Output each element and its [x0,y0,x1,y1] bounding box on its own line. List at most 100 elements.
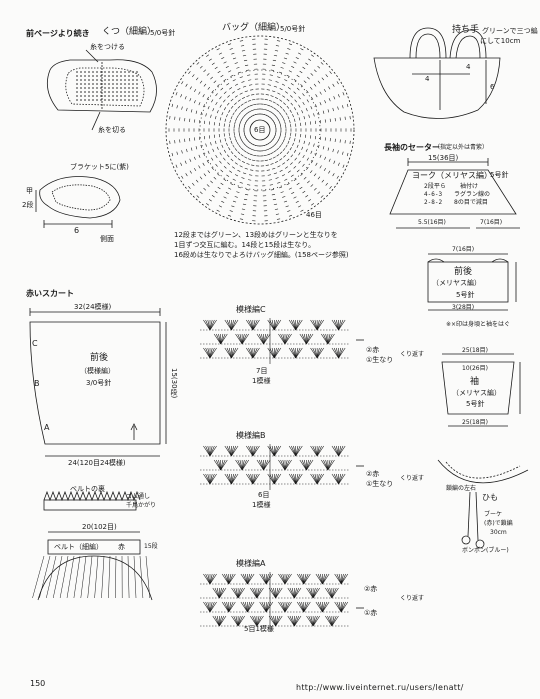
yoke-note-2: 8の目で減目 [454,199,488,206]
bag-center-count: 6目 [254,126,266,134]
body-label: 前後 [454,267,473,277]
pattern-b-note: くり返す [400,475,425,482]
belt-color: 赤 [118,543,125,551]
sleeve-rows: 10(26目) [462,365,488,372]
yoke-hook: 5号針 [490,171,509,179]
shoe-strap-diagram [35,176,121,228]
pattern-c-row1: ①生なり [366,356,394,364]
shoe-title: くつ（細編） [102,27,157,37]
skirt-panel-diagram [29,308,167,457]
watermark-url: http://www.liveinternet.ru/users/lenatt/ [296,683,464,692]
sleeve-diagram [441,353,521,427]
yoke-bottom-alt: 7(16目) [480,219,503,226]
pattern-b-row2: ②赤 [366,470,380,478]
sweater-title-note: （指定以外は青紫） [434,144,489,151]
sweater-title: 長袖のセーター [384,143,440,152]
shoe-hook: 5/0号針 [150,29,176,37]
bag-note-1: 12段まではグリーン、13段めはグリーンと生なりを [174,231,338,239]
sole-width: 6 [74,226,80,235]
yoke-label: ヨーク（メリヤス編） [412,171,492,180]
page-number: 150 [30,679,46,688]
sleeve-sub: （メリヤス編） [452,389,501,397]
skirt-panel-hook: 3/0号針 [86,379,112,387]
pattern-c-repeat: 7目 [256,367,268,375]
heel-count: 2段 [22,201,34,209]
belt-back-diagram [43,490,141,511]
bag-hook: 5/0号針 [280,25,306,33]
sleeve-hook: 5号針 [466,400,485,408]
sleeve-top: 25(18目) [462,347,488,354]
yoke-rows: 2段平ら [424,183,446,190]
cord-note-2: (赤)で鎖編 [484,520,513,527]
cord-note-3: 30cm [490,529,507,536]
yoke-width: 15(36目) [428,154,459,162]
strap-label: ブラケット5に(紫) [70,163,129,171]
bag-note-3: 16段めは生なりでよろけバッグ細編。(158ページ参照) [174,251,349,259]
pattern-a-row1: ①赤 [364,609,378,617]
handle-title: 持ち手 [452,25,480,35]
pattern-c-title: 模様編C [236,305,266,314]
skirt-side-c: C [32,339,38,348]
yoke-decrease-2: 2-8-2 [424,199,443,206]
pattern-c-unit: 1模様 [252,377,271,385]
pattern-a-repeat: 5目1模様 [244,625,274,633]
sleeve-label: 袖 [470,377,480,387]
bag-dim-4a: 4 [425,75,430,83]
skirt-panel-label: 前後 [90,353,109,363]
handle-note-1: グリーンで三つ編 [482,27,538,35]
side-label: 側面 [100,235,114,243]
body-sub: （メリヤス編） [432,279,481,287]
shoe-sole-diagram [46,49,157,131]
bag-title: バッグ（細編） [222,23,286,33]
elastic-label: ゴム通し [126,493,151,500]
skirt-panel-sub: （模様編） [80,367,115,375]
pattern-b-chart [200,444,364,490]
yoke-note: ラグラン線の [454,191,491,198]
bag-radial-chart [165,35,355,225]
bag-sketch [373,27,501,119]
belt-rows: 15段 [144,543,158,550]
body-note: ※×印は身頃と袖をはぐ [446,321,511,328]
pattern-a-note: くり返す [400,595,425,602]
pattern-c-note: くり返す [400,351,425,358]
pompom-label: ボンボン(ブルー) [462,547,509,554]
handle-note-2: にして10cm [480,37,521,45]
skirt-height: 15(30段) [170,368,178,399]
yoke-decrease-1: 4-6-3 [424,191,443,198]
elastic-stitch-label: 千鳥かがり [126,502,157,509]
skirt-bottom-width: 24(120目24模様) [68,459,126,467]
neck-cord-diagram [437,459,529,549]
bag-center-ring [249,119,271,141]
pattern-a-chart [200,572,364,632]
yoke-bottom: 5.5(16目) [418,219,446,226]
body-hook: 5号針 [456,291,475,299]
belt-label: ベルト（細編） [54,543,103,551]
cord-label: ひも [482,493,498,502]
bag-stitch-count: 46目 [306,211,322,219]
body-width-top: 7(16目) [452,246,475,253]
bag-dim-6: 6 [490,83,495,91]
pattern-b-repeat: 6目 [258,491,270,499]
sleeve-bottom: 25(18目) [462,419,488,426]
skirt-side-a: A [44,423,50,432]
body-bottom: 3(28目) [452,304,475,311]
pattern-b-title: 模様編B [236,431,266,440]
body-diagram [427,253,517,311]
pattern-a-title: 模様編A [236,559,266,568]
skirt-title: 赤いスカート [26,289,74,298]
shoe-back-label: 甲 [26,187,33,195]
cut-yarn-label: 糸を切る [98,126,126,134]
side-chain-label: 鎖編の左右 [446,485,477,492]
bag-note-2: 1目ずつ交互に編む。14段と15段は生なり。 [174,241,316,249]
pattern-c-chart [200,318,364,364]
pattern-b-row1: ①生なり [366,480,394,488]
skirt-top-width: 32(24模様) [74,303,112,311]
belt-back-label: ベルトの裏 [70,485,105,493]
cord-note-1: ブーケ [484,511,503,518]
pattern-b-unit: 1模様 [252,501,271,509]
skirt-side-b: B [34,379,40,388]
continued-header: 前ページより続き [26,29,90,38]
belt-diagram [32,531,153,601]
yoke-side: 袖付け [460,183,479,190]
